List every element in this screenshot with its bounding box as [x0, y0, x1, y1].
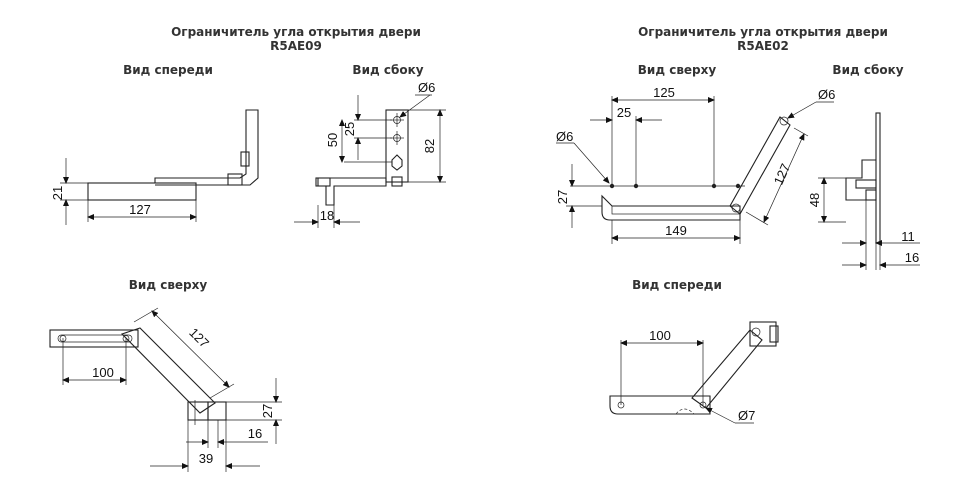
right-front-hole-dim: Ø7: [738, 408, 755, 423]
left-side-25-dim: 25: [342, 122, 357, 136]
left-side-view-label: Вид сбоку: [352, 63, 423, 77]
left-top-16-dim: 16: [248, 426, 262, 441]
left-top-base: [49, 329, 139, 348]
left-side-hex-nut: [391, 154, 403, 171]
left-side-view: Вид сбоку 25 50 82 Ø6 18: [294, 63, 446, 228]
right-model: R5AE02: [737, 39, 789, 53]
left-top-127-dim: 127: [186, 325, 212, 351]
right-header: Ограничитель угла открытия двери R5AE02: [638, 25, 888, 53]
right-top-25-dim: 25: [617, 105, 631, 120]
left-side-18-dim: 18: [320, 208, 334, 223]
right-side-plate: [875, 112, 881, 244]
left-top-27-dim: 27: [260, 404, 275, 418]
left-side-50-dim: 50: [325, 133, 340, 147]
left-top-view: Вид сверху 100 127 27 16 39: [49, 278, 282, 472]
right-top-27-dim: 27: [555, 190, 570, 204]
right-front-view-label: Вид спереди: [632, 278, 722, 292]
right-side-16-dim: 16: [905, 250, 919, 265]
right-front-arm: [691, 329, 763, 409]
left-front-nut: [227, 173, 243, 186]
left-front-length-dim: 127: [129, 202, 151, 217]
right-top-arm: [729, 116, 791, 215]
left-side-hole-dim: Ø6: [418, 80, 435, 95]
right-top-base: [601, 194, 741, 221]
left-title: Ограничитель угла открытия двери: [171, 25, 421, 39]
right-top-hole-right-dim: Ø6: [818, 87, 835, 102]
right-top-125-dim: 125: [653, 85, 675, 100]
right-top-view-label: Вид сверху: [638, 63, 717, 77]
right-side-view: Вид сбоку 48 11 16: [807, 63, 920, 270]
left-side-bracket: [317, 177, 387, 206]
left-header: Ограничитель угла открытия двери R5AE09: [171, 25, 421, 53]
right-front-100-dim: 100: [649, 328, 671, 343]
right-top-hole-left-dim: Ø6: [556, 129, 573, 144]
right-side-48-dim: 48: [807, 193, 822, 207]
right-title: Ограничитель угла открытия двери: [638, 25, 888, 39]
right-top-view: Вид сверху 125 25 27 149 Ø6 Ø6: [555, 63, 835, 244]
right-top-149-dim: 149: [665, 223, 687, 238]
left-front-height-dim: 21: [50, 186, 65, 200]
left-top-view-label: Вид сверху: [129, 278, 208, 292]
right-side-view-label: Вид сбоку: [832, 63, 903, 77]
right-side-bracket: [845, 159, 876, 201]
left-front-bolt: [240, 151, 250, 167]
right-front-base: [609, 395, 711, 415]
left-side-82-dim: 82: [422, 139, 437, 153]
left-front-base: [87, 182, 197, 201]
left-side-plate: [385, 109, 409, 183]
left-top-39-dim: 39: [199, 451, 213, 466]
left-model: R5AE09: [270, 39, 322, 53]
left-front-view-label: Вид спереди: [123, 63, 213, 77]
left-top-100-dim: 100: [92, 365, 114, 380]
right-front-view: Вид спереди 100 Ø7: [609, 278, 779, 424]
right-side-11-dim: 11: [901, 229, 915, 244]
left-front-arm: [154, 109, 259, 186]
left-front-view: Вид спереди 21 127: [50, 63, 259, 225]
right-front-bracket: [749, 321, 777, 347]
